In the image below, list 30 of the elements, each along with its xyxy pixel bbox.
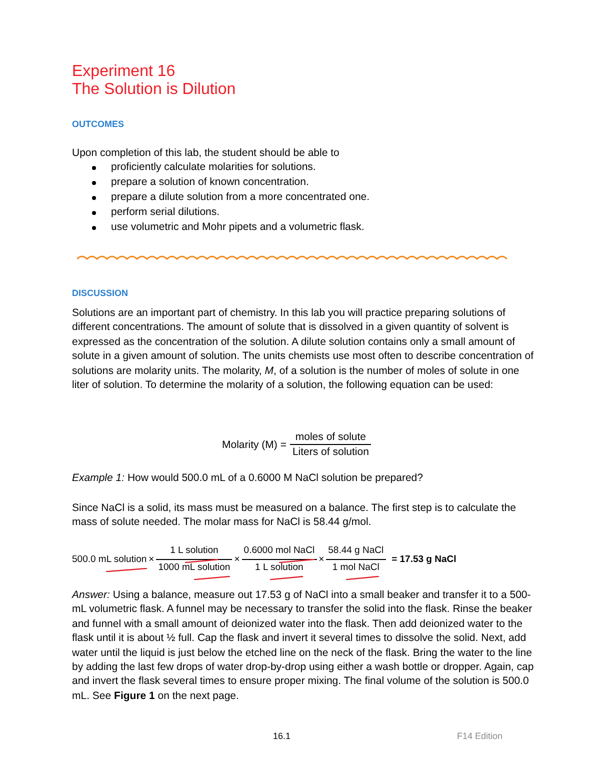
equation-term: Liters of solution bbox=[292, 446, 369, 458]
page-title: Experiment 16 bbox=[72, 63, 176, 81]
paragraph: Since NaCl is a solid, its mass must be measured on a balance. The first step is to calculate the mass of solute needed. The molar mass for NaCl is 58.44 g/mol. bbox=[72, 502, 516, 528]
bullet-item: proficiently calculate molarities for solutions. bbox=[111, 160, 316, 176]
bullet-item: prepare a solution of known concentration. bbox=[111, 175, 309, 190]
page-subtitle: The Solution is Dilution bbox=[72, 81, 236, 99]
equation-term: 1 mol NaCl bbox=[332, 562, 380, 573]
equation-term: 0.6000 mol NaCl bbox=[244, 545, 315, 556]
multiply-sign: × bbox=[148, 552, 154, 566]
paragraph: Example 1: How would 500.0 mL of a 0.6000 M NaCl solution be prepared? bbox=[72, 472, 423, 484]
section-heading: DISCUSSION bbox=[72, 288, 128, 298]
equation-term: 1000 mL solution bbox=[158, 562, 230, 573]
intro-sentence: Upon completion of this lab, the student should be able to bbox=[72, 146, 340, 160]
edition-note: F14 Edition bbox=[457, 731, 503, 741]
bullet-item: use volumetric and Mohr pipets and a volumetric flask. bbox=[111, 220, 364, 236]
section-heading: OUTCOMES bbox=[72, 119, 124, 129]
paragraph: Solutions are an important part of chemistry. In this lab you will practice preparing solutions of different concentrations. The amount of solute that is dissolved in a given quantity of solvent is expressed as the concentration of the solution. A dilute solution contains only a small amount of solute in a given amount of solution. The units chemists use most often to describe concentration of solutions are molarity units. The molarity, M, of a solution is the number of moles of solute in one liter of solution. To determine the molarity of a solution, the following equation can be used: bbox=[72, 307, 534, 392]
equation-term: 500.0 mL solution bbox=[72, 554, 147, 564]
multiply-sign: × bbox=[234, 552, 240, 566]
paragraph: Answer: Using a balance, measure out 17.53 g of NaCl into a small beaker and transfer it to a 500-mL volumetric flask. A funnel may be necessary to transfer the solid into the flask. Rinse the beaker and funnel with a small amount of deionized water into the flask. Then add deionized water to the flask until it is about ½ full. Cap the flask and invert it several times to dissolve the solid. Next, add water until the liquid is just below the etched line on the neck of the flask. Bring the water to the line by adding the last few drops of water drop-by-drop using either a wash bottle or dropper. Again, cap and invert the flask several times to ensure proper mixing. The final volume of the solution is 500.0 mL. See Figure 1 on the next page. bbox=[72, 589, 534, 702]
page-number: 16.1 bbox=[273, 731, 291, 741]
bullet-item: perform serial dilutions. bbox=[111, 205, 220, 220]
equation-term: Molarity (M) = bbox=[222, 438, 286, 452]
multiply-sign: × bbox=[318, 552, 324, 566]
bullet-item: prepare a dilute solution from a more concentrated one. bbox=[111, 190, 370, 206]
equation-term: 1 L solution bbox=[255, 562, 304, 573]
equation-term: moles of solute bbox=[295, 431, 366, 443]
equation-term: 1 L solution bbox=[170, 545, 218, 556]
equation-result: = 17.53 g NaCl bbox=[392, 552, 456, 566]
equation-term: 58.44 g NaCl bbox=[328, 545, 384, 556]
